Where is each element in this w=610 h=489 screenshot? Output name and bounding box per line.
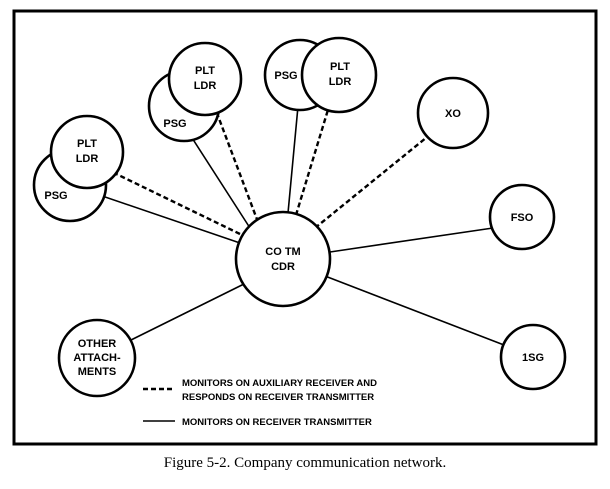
node-label: PLT — [77, 138, 97, 150]
node-mid-plt-ldr: PLT LDR — [167, 41, 243, 117]
node-label: MENTS — [78, 366, 117, 378]
node-label: XO — [445, 108, 461, 120]
node-label: PLT — [195, 65, 215, 77]
node-top-plt-ldr: PLT LDR — [300, 36, 378, 114]
edge-other-attachments — [130, 281, 249, 341]
node-1sg: 1SG — [499, 323, 567, 391]
node-label: LDR — [194, 80, 217, 92]
legend-dashed-label-2: RESPONDS ON RECEIVER TRANSMITTER — [182, 392, 374, 403]
edge-1sg — [324, 275, 505, 346]
node-label: FSO — [511, 212, 534, 224]
node-label: ATTACH- — [73, 352, 121, 364]
node-label: PLT — [330, 61, 350, 73]
node-label: PSG — [163, 118, 186, 130]
node-label: PSG — [274, 70, 297, 82]
node-co-tm-cdr: CO TM CDR — [234, 210, 332, 308]
legend: MONITORS ON AUXILIARY RECEIVER AND RESPO… — [143, 378, 377, 428]
node-label: OTHER — [78, 338, 117, 350]
node-fso: FSO — [488, 183, 556, 251]
node-label: CDR — [271, 261, 295, 273]
node-label: LDR — [329, 76, 352, 88]
figure-frame — [12, 9, 598, 446]
node-left-plt-ldr: PLT LDR — [49, 114, 125, 190]
edge-xo — [314, 132, 433, 229]
node-other-attachments: OTHER ATTACH- MENTS — [57, 318, 137, 398]
edge-left-plt-ldr — [103, 166, 241, 236]
legend-dashed-label: MONITORS ON AUXILIARY RECEIVER AND — [182, 378, 377, 389]
node-label: CO TM — [265, 246, 300, 258]
edge-mid-plt-ldr — [210, 99, 260, 223]
node-label: LDR — [76, 153, 99, 165]
edge-fso — [329, 227, 494, 253]
node-label: 1SG — [522, 352, 544, 364]
node-xo: XO — [416, 76, 490, 150]
legend-solid-label: MONITORS ON RECEIVER TRANSMITTER — [182, 417, 372, 428]
figure-caption: Figure 5-2. Company communication networ… — [163, 455, 447, 471]
node-label: PSG — [44, 190, 67, 202]
